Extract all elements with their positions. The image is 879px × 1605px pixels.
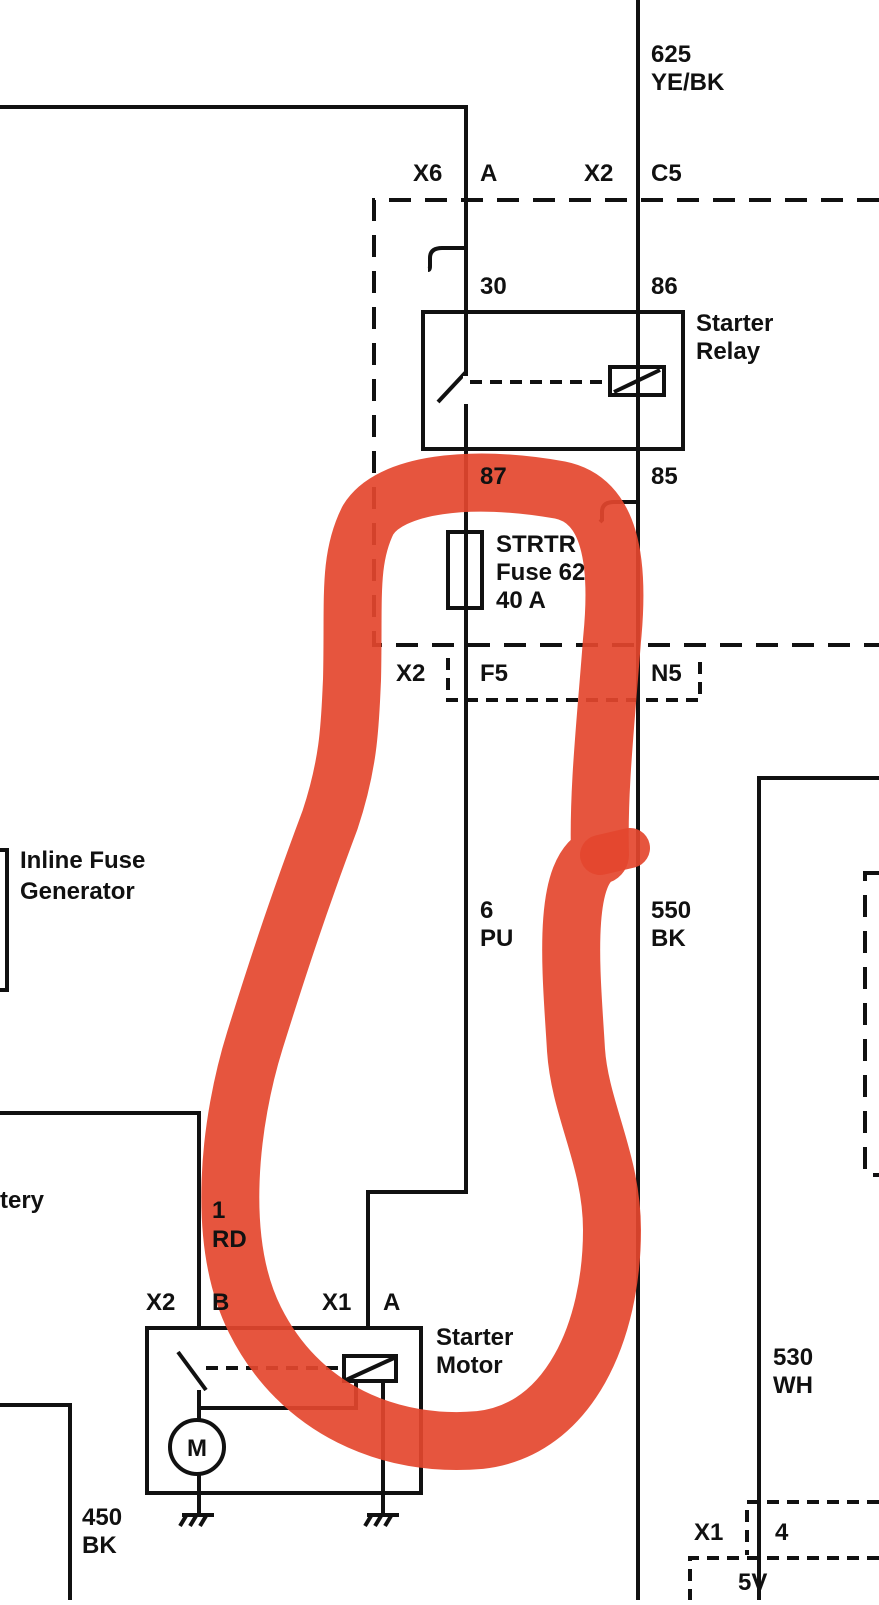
relay-pin-86: 86 — [651, 273, 678, 300]
wire-top-left — [0, 105, 468, 1328]
fuse-label-line3: 40 A — [496, 587, 546, 614]
relay-box — [421, 310, 685, 451]
wire-6-color: PU — [480, 925, 513, 952]
connector-x2-mid-pin-f: F5 — [480, 660, 508, 687]
relay-pin-85: 85 — [651, 463, 678, 490]
motor-icon — [168, 1418, 226, 1476]
relay-name-line2: Relay — [696, 338, 761, 365]
highlight-loop — [201, 453, 644, 1470]
battery-label-partial: tery — [0, 1187, 45, 1214]
wire-550-number: 550 — [651, 897, 691, 924]
starter-motor-name-line1: Starter — [436, 1324, 513, 1351]
inline-fuse-box-edge — [0, 848, 9, 992]
solenoid-coil-icon — [342, 1354, 398, 1383]
ground-icon — [178, 1513, 214, 1528]
fuse-label-line1: STRTR — [496, 531, 576, 558]
connector-x2-top-pin: C5 — [651, 160, 682, 187]
wire-battery-1-rd — [0, 1111, 201, 1328]
wire-550-color: BK — [651, 925, 686, 952]
starter-relay — [421, 310, 685, 451]
bottom-connector-x1-pin: 4 — [775, 1519, 789, 1546]
inline-fuse-line2: Generator — [20, 878, 135, 905]
wire-530-number: 530 — [773, 1344, 813, 1371]
bottom-right-box-1 — [745, 1500, 879, 1555]
fuse-label-line2: Fuse 62 — [496, 559, 585, 586]
relay-coil-slash — [613, 368, 661, 394]
solenoid-coil-slash — [345, 1356, 395, 1382]
x2-connector-box — [446, 658, 702, 702]
fuse-62 — [446, 528, 484, 612]
inline-fuse-line1: Inline Fuse — [20, 847, 145, 874]
motor-switch-icon — [176, 1350, 208, 1392]
connector-x2-mid-pin-n: N5 — [651, 660, 682, 687]
wire-6-number: 6 — [480, 897, 493, 924]
wire-450-number: 450 — [82, 1504, 122, 1531]
motor-connector-x1: X1 — [322, 1289, 351, 1316]
motor-symbol-label: M — [187, 1435, 207, 1462]
wire-450-color: BK — [82, 1532, 117, 1559]
relay-name-line1: Starter — [696, 310, 773, 337]
switch-contact-icon — [436, 370, 468, 404]
connector-x2-mid: X2 — [396, 660, 425, 687]
voltage-5v: 5V — [738, 1569, 767, 1596]
wire-1-color: RD — [212, 1226, 247, 1253]
motor-connector-x1-pin: A — [383, 1289, 400, 1316]
motor-connector-x2: X2 — [146, 1289, 175, 1316]
connector-x6-pin: A — [480, 160, 497, 187]
bottom-connector-x1: X1 — [694, 1519, 723, 1546]
starter-motor-name-line2: Motor — [436, 1352, 503, 1379]
relay-coil-icon — [608, 365, 666, 397]
wire-lower-left — [0, 1403, 72, 1600]
wire-625-color: YE/BK — [651, 69, 725, 96]
bottom-right-box-2 — [688, 1556, 879, 1600]
connector-x6: X6 — [413, 160, 442, 187]
jumper-30 — [427, 246, 466, 272]
highlight-stub — [580, 828, 650, 875]
relay-pin-30: 30 — [480, 273, 507, 300]
motor-connector-x2-pin: B — [212, 1289, 229, 1316]
wire-1-number: 1 — [212, 1197, 225, 1224]
right-module-boundary — [863, 871, 879, 1177]
wire-625-number: 625 — [651, 41, 691, 68]
ground-icon — [363, 1513, 399, 1528]
wire-530-wh — [757, 776, 879, 1600]
connector-x2-top: X2 — [584, 160, 613, 187]
relay-pin-87: 87 — [480, 463, 507, 490]
labels: 625 YE/BK X6 A X2 C5 30 86 87 85 Starter… — [0, 41, 813, 1596]
wire-530-color: WH — [773, 1372, 813, 1399]
